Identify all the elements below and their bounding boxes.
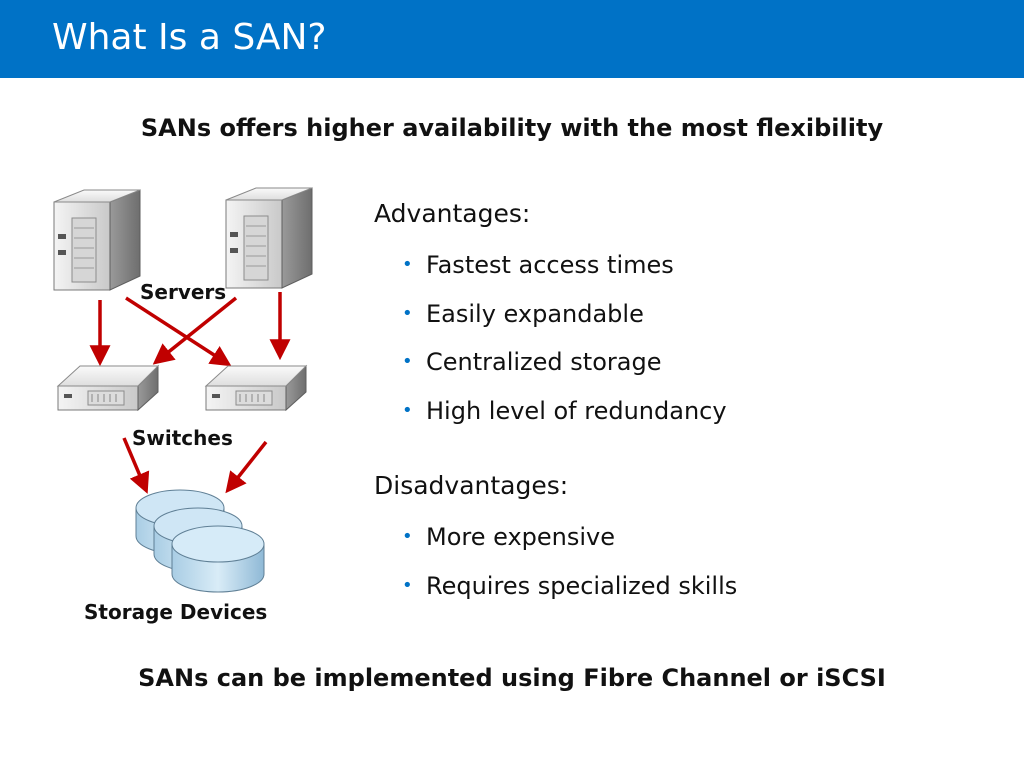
connection-arrows [89, 292, 291, 494]
list-item: •High level of redundancy [402, 387, 994, 436]
rack-switch-icon [204, 364, 308, 412]
servers-label: Servers [140, 280, 227, 304]
bullet-icon: • [402, 526, 413, 547]
slide-footer: SANs can be implemented using Fibre Chan… [138, 664, 886, 692]
arrow-server1-switch2 [125, 296, 232, 367]
bullet-icon: • [402, 574, 413, 596]
tower-server-icon [225, 187, 313, 289]
disadvantages-heading: Disadvantages: [374, 471, 569, 500]
bullet-icon: • [402, 302, 413, 324]
rack-switch-icon [56, 364, 160, 412]
title-bar: What Is a SAN? [0, 0, 1024, 78]
advantages-section: Advantages: •Fastest access times •Easil… [374, 197, 994, 435]
bullet-icon: • [402, 254, 413, 275]
list-item: •Easily expandable [402, 290, 994, 339]
arrow-switch1-storage [122, 437, 150, 494]
san-diagram-graphic [53, 187, 313, 593]
tower-server-icon [53, 189, 141, 291]
bullet-icon: • [402, 399, 413, 421]
list-item: •Fastest access times [402, 241, 994, 290]
disk-stack-icon [135, 489, 265, 593]
san-diagram: Servers Switches Storage Devices [40, 180, 340, 640]
slide-subtitle: SANs offers higher availability with the… [140, 114, 884, 142]
arrow-server2-switch1 [152, 296, 238, 365]
switches-label: Switches [132, 426, 233, 450]
bullet-icon: • [402, 351, 413, 372]
disadvantages-list: •More expensive •Requires specialized sk… [374, 513, 994, 610]
disadvantages-section: Disadvantages: •More expensive •Requires… [374, 469, 994, 610]
list-item: •Centralized storage [402, 338, 994, 387]
advantages-list: •Fastest access times •Easily expandable… [374, 241, 994, 435]
slide-title: What Is a SAN? [52, 17, 327, 58]
list-item: •Requires specialized skills [402, 562, 994, 611]
advantages-heading: Advantages: [374, 199, 531, 228]
list-item: •More expensive [402, 513, 994, 562]
storage-devices-label: Storage Devices [84, 600, 268, 624]
arrow-switch2-storage [225, 440, 268, 494]
